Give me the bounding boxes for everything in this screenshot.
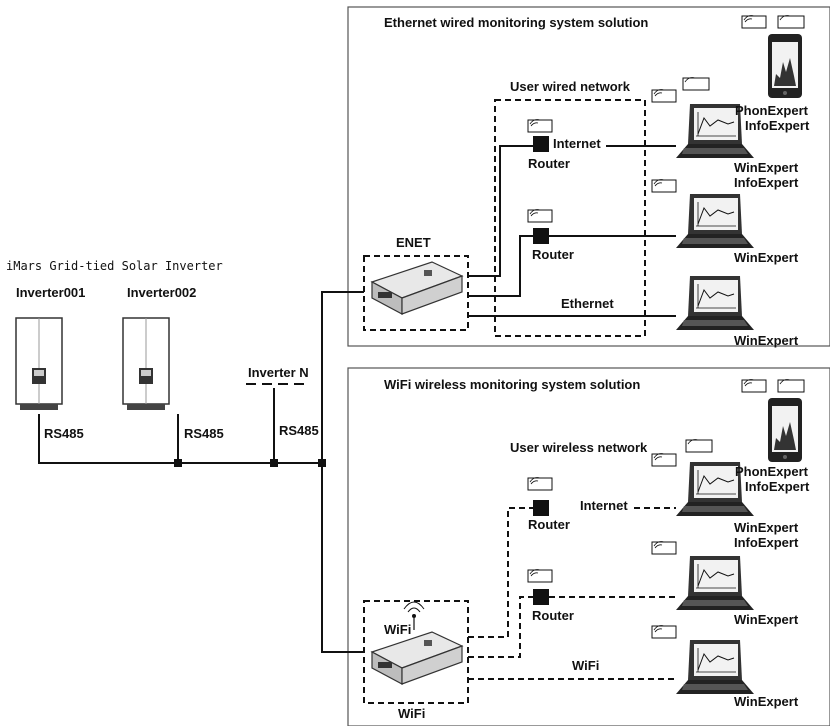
router-label: Router xyxy=(528,156,570,171)
laptop1-app1: WinExpert xyxy=(734,520,799,535)
wired-network-label: User wired network xyxy=(510,79,631,94)
router-label: Router xyxy=(532,247,574,262)
wifi-badge-icon xyxy=(527,477,553,491)
wifi-badge-icon xyxy=(651,89,677,103)
router-icon xyxy=(533,228,549,244)
ethernet-panel-title: Ethernet wired monitoring system solutio… xyxy=(384,15,648,30)
gprs-badge-icon xyxy=(685,439,713,453)
laptop-icon xyxy=(675,193,755,249)
inverter-icon xyxy=(122,317,170,411)
laptop-icon xyxy=(675,275,755,331)
phone-icon xyxy=(768,398,802,462)
datalogger-icon xyxy=(371,261,463,315)
wifi-panel xyxy=(347,367,830,726)
wifi-panel-title: WiFi wireless monitoring system solution xyxy=(384,377,640,392)
router-icon xyxy=(533,589,549,605)
router-label: Router xyxy=(532,608,574,623)
junction-node xyxy=(318,459,326,467)
wifi-badge-icon xyxy=(741,379,767,393)
laptop-icon xyxy=(675,639,755,695)
wired-network-box xyxy=(494,99,646,337)
gprs-badge-icon xyxy=(777,379,805,393)
wifi-antenna-label: WiFi xyxy=(384,622,411,637)
enet-label: ENET xyxy=(396,235,431,250)
wifi-badge-icon xyxy=(651,625,677,639)
wifi-badge-icon xyxy=(527,119,553,133)
antenna-icon xyxy=(403,601,425,630)
laptop2-app: WinExpert xyxy=(734,250,799,265)
wifi-badge-icon xyxy=(527,569,553,583)
laptop2-app: WinExpert xyxy=(734,612,799,627)
phone-app2: InfoExpert xyxy=(745,118,810,133)
router-label: Router xyxy=(528,517,570,532)
phone-app1: PhonExpert xyxy=(735,464,809,479)
laptop-icon xyxy=(675,555,755,611)
wifi-badge-icon xyxy=(527,209,553,223)
inverter2-label: Inverter002 xyxy=(127,285,196,300)
laptop3-app: WinExpert xyxy=(734,694,799,709)
laptop1-app2: InfoExpert xyxy=(734,535,799,550)
internet-label: Internet xyxy=(553,136,601,151)
wifi-logger-box xyxy=(363,600,469,704)
junction-node xyxy=(270,459,278,467)
wifi-badge-icon xyxy=(651,541,677,555)
wireless-network-label: User wireless network xyxy=(510,440,648,455)
router-icon xyxy=(533,500,549,516)
inverter-n-label: Inverter N xyxy=(248,365,309,380)
laptop3-app: WinExpert xyxy=(734,333,799,348)
wifi-link-label: WiFi xyxy=(572,658,599,673)
laptop1-app2: InfoExpert xyxy=(734,175,799,190)
phone-app1: PhonExpert xyxy=(735,103,809,118)
inverter1-label: Inverter001 xyxy=(16,285,85,300)
rs485-label: RS485 xyxy=(279,423,319,438)
gprs-badge-icon xyxy=(682,77,710,91)
router-icon xyxy=(533,136,549,152)
wifi-badge-icon xyxy=(651,453,677,467)
wifi-badge-icon xyxy=(651,179,677,193)
laptop1-app1: WinExpert xyxy=(734,160,799,175)
internet-label: Internet xyxy=(580,498,628,513)
ethernet-label: Ethernet xyxy=(561,296,614,311)
product-title: iMars Grid-tied Solar Inverter xyxy=(6,259,223,273)
wifi-device-label: WiFi xyxy=(398,706,425,721)
ethernet-panel xyxy=(347,6,830,347)
enet-box xyxy=(363,255,469,331)
inverter-icon xyxy=(15,317,63,411)
rs485-label: RS485 xyxy=(184,426,224,441)
wifi-badge-icon xyxy=(741,15,767,29)
gprs-badge-icon xyxy=(777,15,805,29)
phone-app2: InfoExpert xyxy=(745,479,810,494)
rs485-label: RS485 xyxy=(44,426,84,441)
junction-node xyxy=(174,459,182,467)
phone-icon xyxy=(768,34,802,98)
datalogger-icon xyxy=(371,631,463,685)
